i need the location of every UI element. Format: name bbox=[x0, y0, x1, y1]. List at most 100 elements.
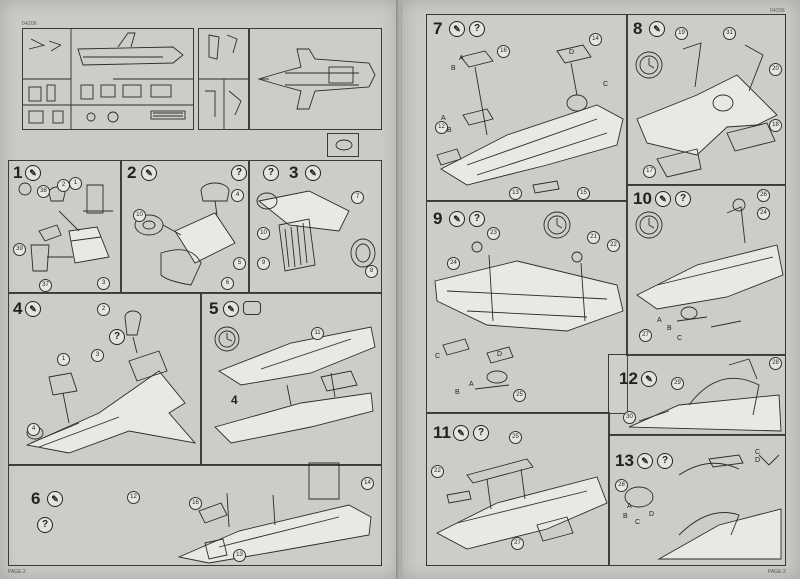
step-number: 13 bbox=[615, 451, 634, 470]
part-callout: 5 bbox=[233, 257, 246, 270]
part-callout: 31 bbox=[723, 27, 736, 40]
part-callout: 24 bbox=[757, 207, 770, 220]
part-callout: 1 bbox=[69, 177, 82, 190]
part-callout: 24 bbox=[447, 257, 460, 270]
part-callout: 11 bbox=[311, 327, 324, 340]
page-code: 04206 bbox=[22, 21, 37, 27]
part-callout: 39 bbox=[13, 243, 26, 256]
part-callout: 22 bbox=[431, 465, 444, 478]
step-number: 8 bbox=[633, 19, 643, 38]
part-callout: 13 bbox=[233, 549, 246, 562]
glue-tube-icon: ✎ bbox=[641, 371, 657, 387]
glue-tube-icon: ✎ bbox=[449, 21, 465, 37]
glue-tube-icon: ✎ bbox=[449, 211, 465, 227]
attachment-letter: D bbox=[497, 351, 503, 358]
part-callout: 2 bbox=[57, 179, 70, 192]
fuselage-lower-art bbox=[25, 310, 197, 454]
part-callout: 6 bbox=[221, 277, 234, 290]
question-mark-icon: ? bbox=[469, 21, 485, 37]
part-callout: 14 bbox=[589, 33, 602, 46]
step-number: 6 bbox=[31, 489, 41, 508]
attachment-letter: A bbox=[441, 115, 446, 122]
part-callout: 26 bbox=[757, 189, 770, 202]
attachment-letter: C bbox=[755, 449, 761, 456]
attachment-letter: C bbox=[635, 519, 641, 526]
part-callout: 20 bbox=[769, 63, 782, 76]
part-callout: 28 bbox=[769, 357, 782, 370]
fuselage-front-art bbox=[436, 44, 624, 194]
page-footer: PAGE 2 bbox=[8, 569, 26, 575]
step-5-panel: 5 ✎ 11 4 bbox=[200, 292, 382, 466]
canopy-sprue bbox=[327, 133, 359, 157]
canopy-frame-art bbox=[628, 358, 782, 432]
part-callout: 28 bbox=[615, 479, 628, 492]
page-code: 04206 bbox=[770, 8, 785, 14]
nose-section-art bbox=[635, 198, 784, 328]
step-number: 7 bbox=[433, 19, 443, 38]
step-number: 9 bbox=[433, 209, 443, 228]
attachment-letter: A bbox=[627, 503, 632, 510]
glue-tube-icon: ✎ bbox=[25, 165, 41, 181]
step-10-panel: 10 ✎ ? 26 24 27 A B C bbox=[626, 184, 786, 356]
question-mark-icon: ? bbox=[37, 517, 53, 533]
part-callout: 7 bbox=[351, 191, 364, 204]
sprue-overview-fuselage bbox=[248, 28, 382, 157]
step-13-panel: 13 ✎ ? 28 C D A B C D bbox=[608, 434, 786, 566]
question-mark-icon: ? bbox=[109, 329, 125, 345]
step-3-panel: 3 ✎ ? 7 8 9 10 bbox=[248, 160, 382, 294]
part-callout: 29 bbox=[671, 377, 684, 390]
attachment-letter: D bbox=[649, 511, 655, 518]
sprue-overview-b bbox=[198, 28, 250, 130]
step-6-panel: 6 ✎ ? 16 12 13 14 bbox=[8, 462, 382, 566]
fuselage-top-art bbox=[257, 48, 376, 110]
gear-bay-art bbox=[177, 462, 372, 564]
part-callout: 27 bbox=[639, 329, 652, 342]
question-mark-icon: ? bbox=[231, 165, 247, 181]
glue-tube-icon: ✎ bbox=[637, 453, 653, 469]
book-gutter bbox=[396, 0, 404, 579]
attachment-letter: B bbox=[447, 127, 452, 134]
fuselage-upper-art bbox=[214, 326, 376, 444]
right-page: 04206 7 ✎ ? 16 12 13 14 15 A B A bbox=[402, 0, 800, 579]
step-11-panel: 11 ✎ ? 25 22 27 bbox=[426, 412, 610, 566]
part-callout: 3 bbox=[91, 349, 104, 362]
attachment-letter: C bbox=[603, 81, 609, 88]
sprue-b-art bbox=[199, 34, 249, 129]
part-callout: 23 bbox=[487, 227, 500, 240]
left-page: 04206 bbox=[0, 0, 398, 579]
glue-tube-icon: ✎ bbox=[25, 301, 41, 317]
question-mark-icon: ? bbox=[263, 165, 279, 181]
part-callout: 4 bbox=[27, 423, 40, 436]
step-7-panel: 7 ✎ ? 16 12 13 14 15 A B A B D C bbox=[426, 14, 628, 202]
part-callout: 12 bbox=[435, 121, 448, 134]
attachment-letter: B bbox=[667, 325, 672, 332]
tail-assembly-art bbox=[635, 42, 778, 178]
sprue-overview-a bbox=[22, 28, 194, 130]
step-number: 12 bbox=[619, 369, 638, 388]
part-callout: 27 bbox=[511, 537, 524, 550]
attachment-letter: B bbox=[623, 513, 628, 520]
part-number-label: 4 bbox=[231, 393, 238, 407]
step-2-panel: 2 ✎ ? 4 5 6 10 bbox=[120, 160, 250, 294]
glue-tube-icon: ✎ bbox=[47, 491, 63, 507]
wing-assembly-art bbox=[434, 211, 624, 390]
part-callout: 10 bbox=[257, 227, 270, 240]
attachment-letter: A bbox=[469, 381, 474, 388]
part-callout: 18 bbox=[769, 119, 782, 132]
step-9-panel: 9 ✎ ? 23 21 22 24 25 C D A B bbox=[426, 200, 628, 414]
attachment-letter: B bbox=[451, 65, 456, 72]
attachment-letter: B bbox=[455, 389, 460, 396]
part-callout: 25 bbox=[509, 431, 522, 444]
step-4-panel: 4 ✎ 1 2 3 4 ? bbox=[8, 292, 202, 466]
step-number: 2 bbox=[127, 163, 137, 182]
canopy-assembly-art bbox=[624, 454, 782, 560]
part-callout: 16 bbox=[189, 497, 202, 510]
sprue-a-art bbox=[23, 29, 193, 129]
step-1-panel: 1 ✎ 1 2 3 38 37 39 bbox=[8, 160, 122, 294]
part-callout: 12 bbox=[127, 491, 140, 504]
weapons-bay-art bbox=[436, 458, 608, 550]
glue-tube-icon: ✎ bbox=[453, 425, 469, 441]
step-number: 1 bbox=[13, 163, 23, 182]
part-callout: 19 bbox=[675, 27, 688, 40]
